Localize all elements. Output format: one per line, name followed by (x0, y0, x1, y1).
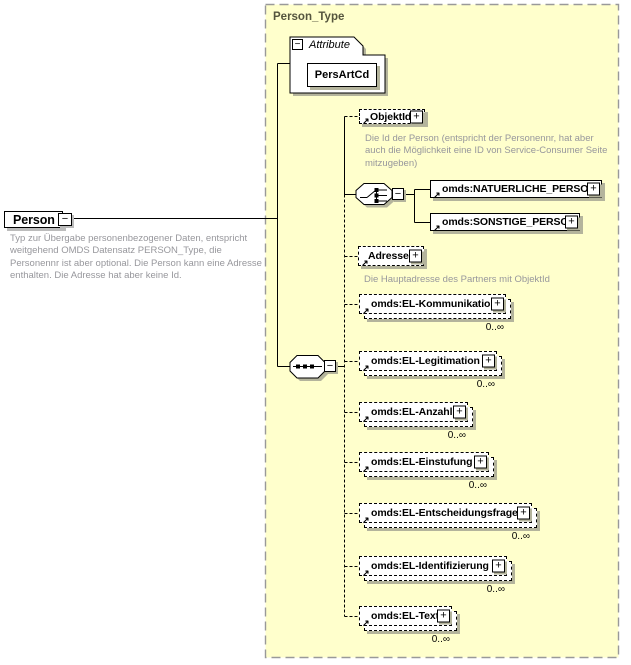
element-sonstige-person[interactable]: ↗ omds:SONSTIGE_PERSON + (430, 213, 580, 233)
element-el-entscheidungsfrage[interactable]: ↗ omds:EL-Entscheidungsfrage + 0..∞ (359, 503, 537, 542)
element-label: omds:EL-Entscheidungsfrage (371, 507, 518, 519)
attribute-label: PersArtCd (314, 69, 370, 81)
element-el-einstufung[interactable]: ↗ omds:EL-Einstufung + 0..∞ (359, 452, 494, 491)
element-label: Adresse (368, 250, 409, 262)
occurrence-label: 0..∞ (468, 480, 487, 491)
sequence-icon (293, 364, 322, 369)
expand-icon[interactable]: + (474, 455, 487, 469)
element-adresse[interactable]: ↗ Adresse + (358, 246, 424, 268)
occurrence-label: 0..∞ (511, 531, 530, 542)
annotation-person: Typ zur Übergabe personenbezogener Daten… (10, 233, 262, 281)
attribute-section-label: Attribute (309, 39, 350, 51)
attribute-persartcd[interactable]: PersArtCd (307, 63, 377, 87)
occurrence-label: 0..∞ (476, 379, 495, 390)
element-el-kommunikation[interactable]: ↗ omds:EL-Kommunikation + 0..∞ (359, 294, 511, 333)
type-container-title: Person_Type (273, 11, 345, 23)
expand-icon[interactable]: + (565, 215, 578, 229)
element-label: Person (13, 212, 55, 227)
expand-icon[interactable]: + (587, 182, 600, 196)
reference-arrow-icon: ↗ (362, 363, 370, 373)
expand-icon[interactable]: + (482, 354, 495, 368)
element-natuerliche-person[interactable]: ↗ omds:NATUERLICHE_PERSON + (430, 180, 602, 200)
choice-icon (360, 188, 387, 203)
occurrence-label: 0..∞ (486, 584, 505, 595)
reference-arrow-icon: ↗ (361, 258, 369, 268)
expand-icon[interactable]: + (517, 506, 530, 520)
reference-arrow-icon: ↗ (362, 464, 370, 474)
element-label: omds:EL-Identifizierung (371, 560, 489, 572)
element-label: ObjektId (370, 110, 412, 123)
element-label: omds:EL-Einstufung (371, 456, 473, 468)
element-label: omds:EL-Anzahl (371, 406, 453, 418)
element-label: omds:EL-Kommunikation (371, 298, 497, 310)
reference-arrow-icon: ↗ (362, 414, 370, 424)
expand-icon[interactable]: + (437, 609, 450, 623)
element-objektid[interactable]: ↗ ObjektId + (359, 109, 425, 126)
element-person[interactable]: Person − (4, 211, 72, 228)
occurrence-label: 0..∞ (447, 430, 466, 441)
reference-arrow-icon: ↗ (362, 618, 370, 628)
reference-arrow-icon: ↗ (362, 306, 370, 316)
element-el-identifizierung[interactable]: ↗ omds:EL-Identifizierung + 0..∞ (359, 556, 512, 595)
expand-icon[interactable]: + (492, 559, 505, 573)
occurrence-label: 0..∞ (485, 322, 504, 333)
reference-arrow-icon: ↗ (362, 568, 370, 578)
expand-icon[interactable]: + (410, 110, 423, 123)
expand-icon[interactable]: + (491, 297, 504, 311)
collapse-icon[interactable]: − (292, 39, 303, 50)
collapse-icon[interactable]: − (324, 360, 336, 372)
annotation-adresse: Die Hauptadresse des Partners mit Objekt… (364, 274, 550, 285)
expand-icon[interactable]: + (453, 405, 466, 419)
element-el-legitimation[interactable]: ↗ omds:EL-Legitimation + 0..∞ (359, 351, 502, 390)
reference-arrow-icon: ↗ (433, 223, 441, 233)
element-label: omds:EL-Text (371, 610, 440, 622)
element-el-text[interactable]: ↗ omds:EL-Text + 0..∞ (359, 606, 457, 645)
element-label: omds:SONSTIGE_PERSON (442, 216, 576, 228)
element-label: omds:NATUERLICHE_PERSON (442, 183, 596, 195)
annotation-objektid: Die Id der Person (entspricht der Person… (365, 133, 608, 169)
occurrence-label: 0..∞ (431, 634, 450, 645)
collapse-icon[interactable]: − (58, 213, 72, 226)
element-el-anzahl[interactable]: ↗ omds:EL-Anzahl + 0..∞ (359, 402, 473, 441)
expand-icon[interactable]: + (409, 249, 422, 263)
element-label: omds:EL-Legitimation (371, 355, 480, 367)
reference-arrow-icon: ↗ (362, 116, 370, 126)
reference-arrow-icon: ↗ (362, 515, 370, 525)
reference-arrow-icon: ↗ (433, 190, 441, 200)
collapse-icon[interactable]: − (392, 188, 404, 200)
